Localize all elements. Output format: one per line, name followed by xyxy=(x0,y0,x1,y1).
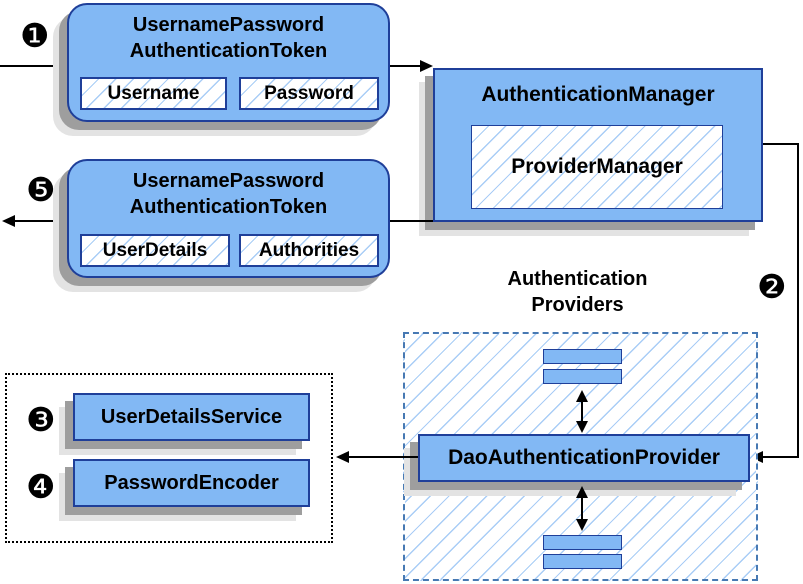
response-token-title-line2: AuthenticationToken xyxy=(129,196,328,218)
authentication-manager-node: AuthenticationManager ProviderManager xyxy=(433,68,763,222)
request-token-node: UsernamePassword AuthenticationToken Use… xyxy=(67,3,390,122)
step-3-marker: ❸ xyxy=(26,400,56,439)
double-arrow-top-down-icon xyxy=(576,421,588,433)
response-token-title-line1: UsernamePassword xyxy=(132,170,325,192)
provider-placeholder-bottom-1 xyxy=(543,535,622,550)
dao-authentication-provider-node: DaoAuthenticationProvider xyxy=(418,434,750,482)
step-2-line-top xyxy=(763,143,799,145)
step-2-line-vertical xyxy=(797,143,799,458)
double-arrow-bottom-down-icon xyxy=(576,519,588,531)
token-to-manager-arrowhead-icon xyxy=(420,60,433,72)
double-arrow-bottom-line xyxy=(581,494,583,522)
step-1-marker: ❶ xyxy=(20,16,50,55)
authorities-field-box: Authorities xyxy=(239,234,379,267)
manager-to-token-line xyxy=(390,220,433,222)
dao-to-beans-arrowhead-icon xyxy=(336,451,349,463)
provider-manager-box: ProviderManager xyxy=(471,125,723,209)
step-4-marker: ❹ xyxy=(26,467,56,506)
response-token-title: UsernamePassword AuthenticationToken xyxy=(69,161,388,220)
request-token-title: UsernamePassword AuthenticationToken xyxy=(69,5,388,64)
token-to-manager-line xyxy=(390,65,422,67)
double-arrow-bottom-up-icon xyxy=(576,486,588,498)
step-5-arrowhead-icon xyxy=(2,215,15,227)
provider-placeholder-bottom-2 xyxy=(543,554,622,569)
double-arrow-top-line xyxy=(581,398,583,426)
double-arrow-top-up-icon xyxy=(576,390,588,402)
authentication-manager-title: AuthenticationManager xyxy=(481,83,715,106)
step-2-marker: ❷ xyxy=(757,267,787,306)
authentication-providers-label: Authentication Providers xyxy=(455,266,700,318)
step-1-flow-line xyxy=(0,65,67,67)
response-token-node: UsernamePassword AuthenticationToken Use… xyxy=(67,159,390,278)
user-details-service-node: UserDetailsService xyxy=(73,393,310,441)
username-field-box: Username xyxy=(80,77,227,110)
provider-placeholder-top-2 xyxy=(543,369,622,384)
password-encoder-node: PasswordEncoder xyxy=(73,459,310,507)
provider-placeholder-top-1 xyxy=(543,349,622,364)
step-2-line-bottom xyxy=(761,456,799,458)
userdetails-field-box: UserDetails xyxy=(80,234,230,267)
step-5-flow-line xyxy=(14,220,67,222)
step-5-marker: ❺ xyxy=(26,170,56,209)
dao-to-beans-line xyxy=(344,456,418,458)
authentication-providers-label-line1: Authentication xyxy=(507,268,648,290)
request-token-title-line2: AuthenticationToken xyxy=(129,40,328,62)
request-token-title-line1: UsernamePassword xyxy=(132,14,325,36)
authentication-providers-label-line2: Providers xyxy=(531,294,624,316)
password-field-box: Password xyxy=(239,77,379,110)
